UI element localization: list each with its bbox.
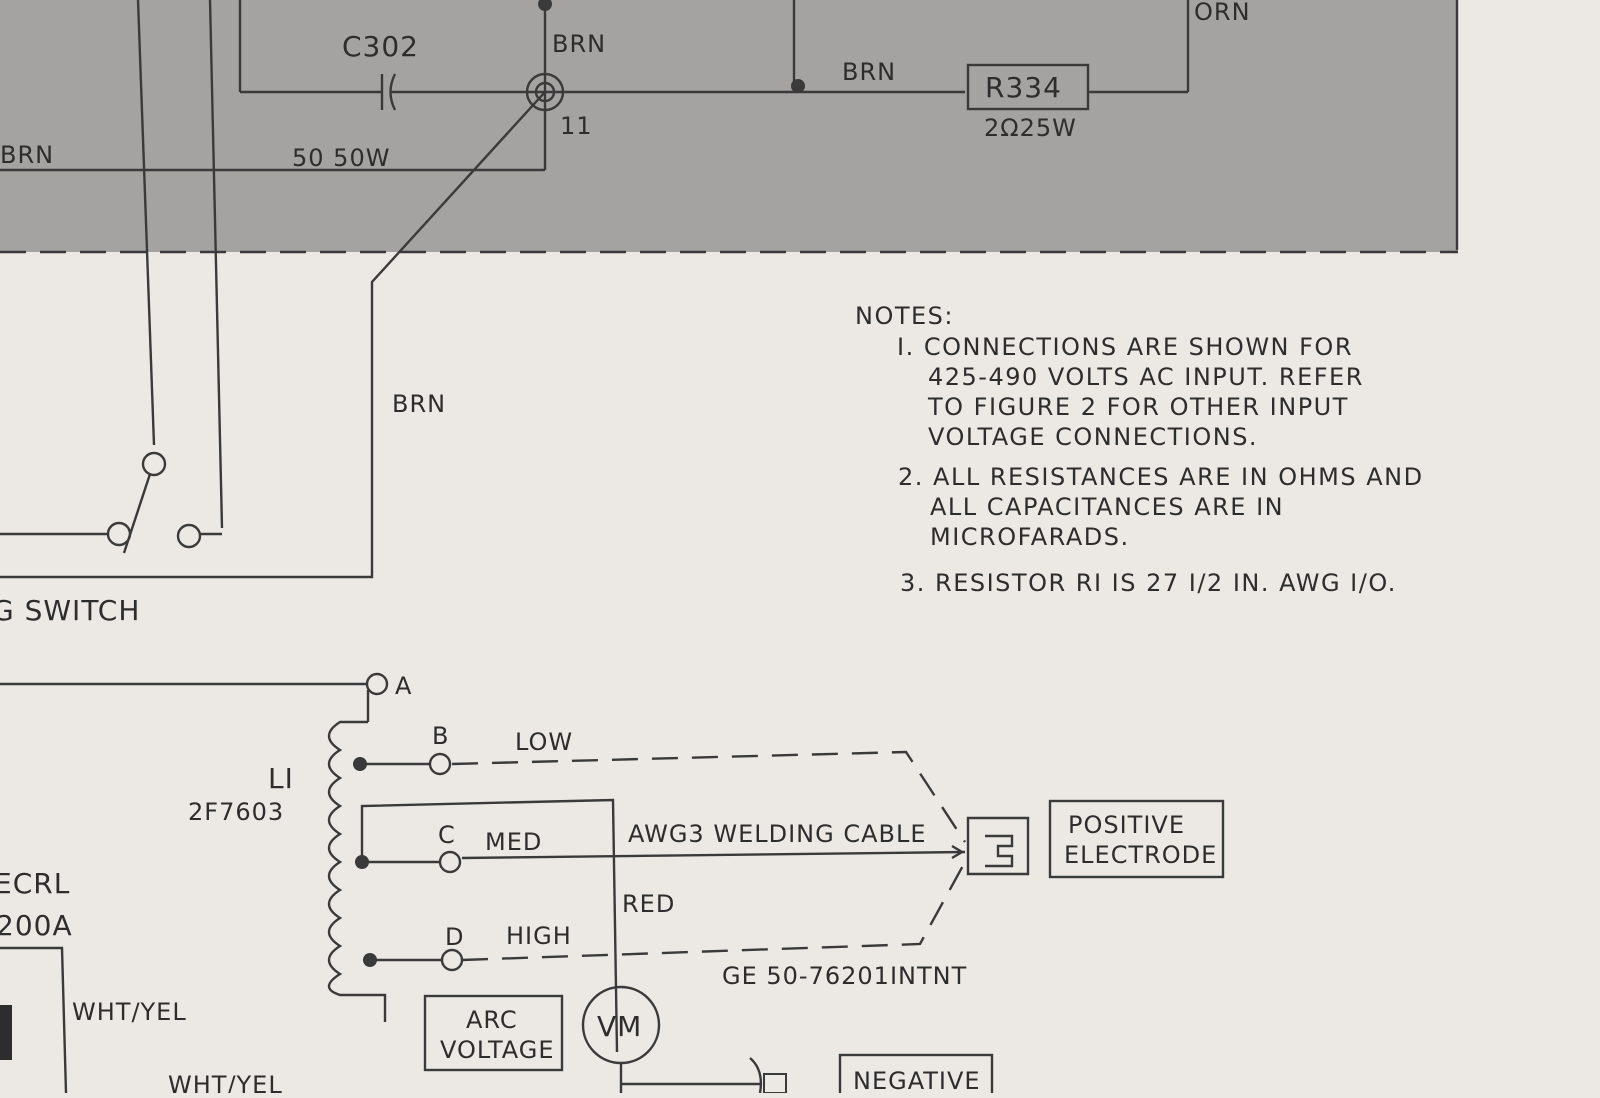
red-wire-label: RED xyxy=(622,890,675,918)
notes-heading: NOTES: xyxy=(855,302,954,330)
inductor-part-label: 2F7603 xyxy=(188,798,284,826)
left-component-block xyxy=(0,1005,12,1060)
positive-electrode-line-2: ELECTRODE xyxy=(1064,841,1217,869)
ecrl-rating: 200A xyxy=(0,909,73,942)
tap-c-label: C xyxy=(438,821,456,849)
arc-voltage-line-2: VOLTAGE xyxy=(440,1036,555,1064)
brn-wire-label: BRN xyxy=(392,390,446,418)
wht-yel-label-2: WHT/YEL xyxy=(168,1071,283,1093)
arc-voltage-box xyxy=(423,994,564,1072)
high-tap-dashed-lead xyxy=(461,861,967,962)
resistor-r334-rating: 2Ω25W xyxy=(984,114,1077,142)
tap-d-label: D xyxy=(445,923,464,951)
brn-wire xyxy=(0,91,546,579)
positive-electrode-line-1: POSITIVE xyxy=(1068,811,1185,839)
welding-cable-lead xyxy=(461,850,966,860)
inductor-l1-label: LI xyxy=(268,762,294,795)
shaded-panel xyxy=(0,0,1458,252)
arc-voltage-line-1: ARC xyxy=(466,1006,518,1034)
note-1-line-3: TO FIGURE 2 FOR OTHER INPUT xyxy=(927,393,1349,421)
note-2-line-1: 2. ALL RESISTANCES ARE IN OHMS AND xyxy=(898,463,1424,491)
note-2-line-2: ALL CAPACITANCES ARE IN xyxy=(930,493,1284,521)
negative-box xyxy=(838,1053,994,1098)
note-1-line-1: I. CONNECTIONS ARE SHOWN FOR xyxy=(897,333,1353,361)
resistor-r334-label: R334 xyxy=(985,71,1062,104)
switch-label: G SWITCH xyxy=(0,594,140,627)
note-2-line-3: MICROFARADS. xyxy=(930,523,1130,551)
ge-part-number: GE 50-76201INTNT xyxy=(722,962,967,990)
left-component-outline xyxy=(0,946,68,1094)
tap-a-label: A xyxy=(395,672,412,700)
wire-label-brn-mid: BRN xyxy=(842,58,896,86)
notes-block: NOTES: I. CONNECTIONS ARE SHOWN FOR 425-… xyxy=(855,302,1424,597)
note-3: 3. RESISTOR RI IS 27 I/2 IN. AWG I/O. xyxy=(900,569,1397,597)
positive-electrode-box xyxy=(1048,799,1225,879)
junction-dot xyxy=(791,79,805,93)
voltmeter-label: VM xyxy=(597,1010,642,1043)
resistor-r334-symbol xyxy=(966,63,1090,111)
wire-label-orn: ORN xyxy=(1194,0,1251,26)
tap-med-label: MED xyxy=(485,828,542,856)
capacitor-c302-symbol xyxy=(380,73,397,111)
wire-label-brn-left: BRN xyxy=(0,141,54,169)
wht-yel-label-1: WHT/YEL xyxy=(72,998,187,1026)
terminal-11-symbol xyxy=(525,0,565,112)
ground-clamp-symbol xyxy=(749,1057,763,1094)
note-1-line-2: 425-490 VOLTS AC INPUT. REFER xyxy=(928,363,1364,391)
clamp-jaw xyxy=(763,1073,787,1094)
wire-label-brn-top: BRN xyxy=(552,30,606,58)
electrode-connector-symbol xyxy=(966,816,1030,876)
range-switch-symbol xyxy=(0,451,222,554)
capacitor-c302-rating: 50 50W xyxy=(292,144,390,172)
terminal-11-label: 11 xyxy=(560,112,593,140)
tap-high-label: HIGH xyxy=(506,922,572,950)
negative-label: NEGATIVE xyxy=(853,1067,981,1093)
tap-low-label: LOW xyxy=(515,728,573,756)
top-panel-wiring xyxy=(0,0,1190,529)
note-1-line-4: VOLTAGE CONNECTIONS. xyxy=(928,423,1258,451)
capacitor-c302-label: C302 xyxy=(342,30,419,63)
tap-b-label: B xyxy=(432,722,449,750)
welding-cable-label: AWG3 WELDING CABLE xyxy=(628,820,927,848)
inductor-l1-symbol xyxy=(0,672,619,1053)
low-tap-dashed-lead xyxy=(451,750,967,843)
cable-arrowhead xyxy=(951,844,965,860)
ecrl-label: ECRL xyxy=(0,867,70,900)
